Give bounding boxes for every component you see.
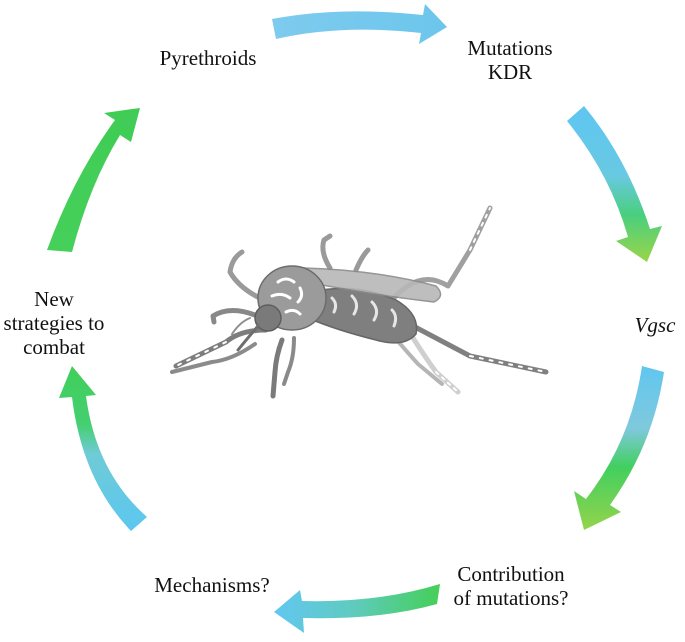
label-mechanisms-text: Mechanisms? — [154, 573, 270, 597]
mosquito-leg — [227, 249, 271, 305]
label-pyrethroids: Pyrethroids — [150, 46, 266, 70]
mosquito-leg — [282, 336, 296, 386]
arrow-strategies-to-pyrethroids — [47, 108, 140, 252]
label-pyrethroids-text: Pyrethroids — [159, 46, 257, 70]
arrow-vgsc-to-contribution — [574, 366, 664, 530]
mosquito-proboscis — [236, 324, 260, 352]
label-strategies-line3: combat — [23, 335, 85, 359]
mosquito-thorax-pattern — [270, 277, 304, 316]
label-mechanisms: Mechanisms? — [142, 573, 282, 597]
label-mutations-kdr: Mutations KDR — [448, 36, 572, 84]
mosquito-wing — [303, 267, 442, 303]
label-new-strategies: New strategies to combat — [0, 287, 110, 359]
label-mutations-line1: Mutations — [467, 36, 553, 60]
arrow-contribution-to-mechanisms — [274, 584, 440, 633]
arrow-mechanisms-to-strategies — [59, 366, 147, 531]
cycle-arrows — [47, 4, 664, 633]
label-strategies-line2: strategies to — [3, 311, 105, 335]
label-mutations-line2: KDR — [487, 60, 533, 84]
label-contribution-line1: Contribution — [457, 562, 565, 586]
mosquito-leg-bands — [435, 371, 459, 393]
mosquito-head — [254, 304, 282, 332]
arrow-pyrethroids-to-mutations — [272, 4, 447, 44]
mosquito-proboscis — [231, 317, 251, 335]
mosquito-leg-bands — [469, 355, 547, 373]
mosquito-illustration — [170, 205, 549, 399]
label-contribution-of-mutations: Contribution of mutations? — [436, 562, 586, 610]
mosquito-leg — [320, 233, 333, 271]
arrow-mutations-to-vgsc — [567, 106, 662, 262]
mosquito-leg-bands — [469, 207, 491, 251]
mosquito-leg — [170, 342, 257, 374]
label-vgsc: Vgsc — [627, 313, 683, 337]
mosquito-abdomen-markings — [330, 294, 398, 328]
label-strategies-line1: New — [34, 287, 74, 311]
label-contribution-line2: of mutations? — [453, 586, 569, 610]
label-vgsc-text: Vgsc — [634, 313, 676, 337]
mosquito-leg — [353, 247, 371, 273]
mosquito-leg-bands — [175, 341, 227, 367]
mosquito-leg — [270, 337, 285, 399]
